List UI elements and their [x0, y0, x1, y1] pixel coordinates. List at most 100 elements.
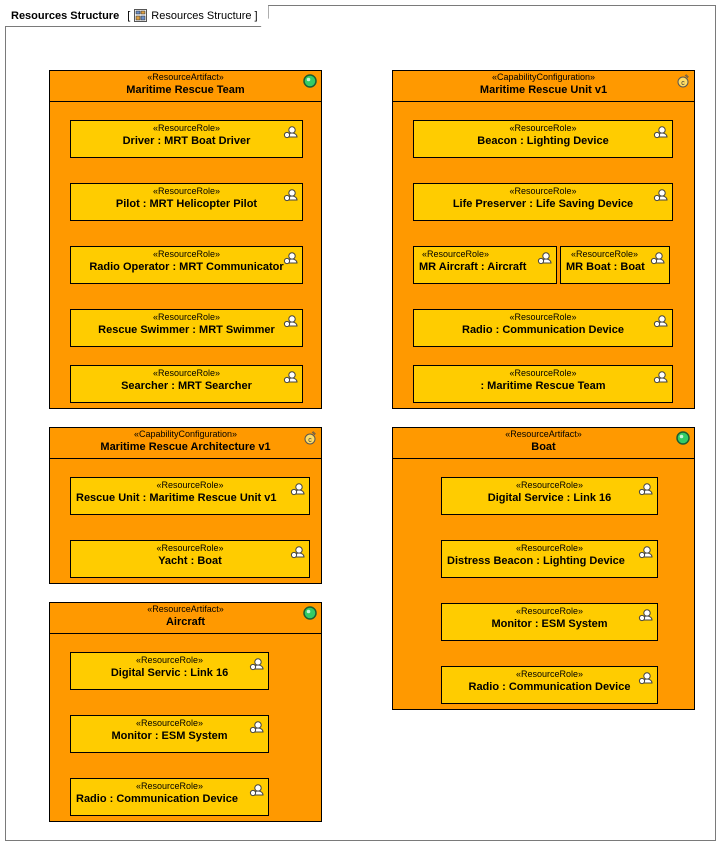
block-name: Maritime Rescue Architecture v1 [100, 441, 271, 453]
part-stereotype: «ResourceRole» [515, 669, 584, 679]
resource-artifact-icon [303, 606, 317, 620]
part-role[interactable]: «ResourceRole» Monitor : ESM System [441, 603, 658, 641]
block-maritime-rescue-unit-v1[interactable]: «CapabilityConfiguration» Maritime Rescu… [392, 70, 695, 409]
svg-text:c: c [308, 437, 312, 444]
part-stereotype: «ResourceRole» [422, 249, 490, 259]
part-stereotype: «ResourceRole» [509, 123, 577, 133]
part-role[interactable]: «ResourceRole» Digital Servic : Link 16 [70, 652, 269, 690]
part-name: Radio Operator : MRT Communicator [89, 261, 284, 273]
diagram-name: Resources Structure [151, 9, 252, 22]
part-stereotype: «ResourceRole» [515, 606, 584, 616]
part-name: Distress Beacon : Lighting Device [447, 555, 625, 567]
block-stereotype: «ResourceArtifact» [147, 72, 224, 82]
part-stereotype: «ResourceRole» [152, 123, 221, 133]
resource-role-icon [653, 315, 668, 328]
part-stereotype: «ResourceRole» [135, 718, 204, 728]
part-role[interactable]: «ResourceRole» Radio : Communication Dev… [441, 666, 658, 704]
block-header: «CapabilityConfiguration» Maritime Rescu… [50, 428, 321, 459]
part-stereotype: «ResourceRole» [152, 312, 221, 322]
part-role[interactable]: «ResourceRole» MR Aircraft : Aircraft [413, 246, 557, 284]
block-boat[interactable]: «ResourceArtifact» Boat «ResourceRole» D… [392, 427, 695, 710]
part-stereotype: «ResourceRole» [509, 186, 577, 196]
resource-role-icon [638, 672, 653, 685]
svg-text:c: c [681, 80, 685, 87]
part-role[interactable]: «ResourceRole» Digital Service : Link 16 [441, 477, 658, 515]
resource-role-icon [283, 126, 298, 139]
part-role[interactable]: «ResourceRole» Radio Operator : MRT Comm… [70, 246, 303, 284]
part-name: Radio : Communication Device [462, 324, 624, 336]
block-stereotype: «CapabilityConfiguration» [133, 429, 238, 439]
part-name: Monitor : ESM System [491, 618, 608, 630]
part-role[interactable]: «ResourceRole» Life Preserver : Life Sav… [413, 183, 673, 221]
block-name: Boat [531, 441, 556, 453]
part-name: Rescue Swimmer : MRT Swimmer [98, 324, 275, 336]
resource-role-icon [290, 483, 305, 496]
part-stereotype: «ResourceRole» [156, 480, 224, 490]
block-stereotype: «ResourceArtifact» [147, 604, 224, 614]
part-role[interactable]: «ResourceRole» Driver : MRT Boat Driver [70, 120, 303, 158]
part-role[interactable]: «ResourceRole» : Maritime Rescue Team [413, 365, 673, 403]
part-stereotype: «ResourceRole» [509, 312, 577, 322]
part-role[interactable]: «ResourceRole» Rescue Swimmer : MRT Swim… [70, 309, 303, 347]
part-stereotype: «ResourceRole» [152, 186, 221, 196]
part-role[interactable]: «ResourceRole» Yacht : Boat [70, 540, 310, 578]
block-header: «ResourceArtifact» Aircraft [50, 603, 321, 634]
block-maritime-rescue-team[interactable]: «ResourceArtifact» Maritime Rescue Team … [49, 70, 322, 409]
part-stereotype: «ResourceRole» [515, 480, 584, 490]
part-name: Monitor : ESM System [111, 730, 228, 742]
part-name: MR Aircraft : Aircraft [419, 261, 527, 273]
block-stereotype: «CapabilityConfiguration» [491, 72, 596, 82]
resource-role-icon [653, 189, 668, 202]
resource-role-icon [283, 189, 298, 202]
part-role[interactable]: «ResourceRole» Monitor : ESM System [70, 715, 269, 753]
block-name: Maritime Rescue Team [126, 84, 245, 96]
diagram-icon [134, 9, 147, 22]
resource-role-icon [249, 784, 264, 797]
part-name: Radio : Communication Device [468, 681, 631, 693]
resource-role-icon [653, 126, 668, 139]
part-role[interactable]: «ResourceRole» Pilot : MRT Helicopter Pi… [70, 183, 303, 221]
part-name: Yacht : Boat [158, 555, 222, 567]
part-role[interactable]: «ResourceRole» Rescue Unit : Maritime Re… [70, 477, 310, 515]
part-name: Beacon : Lighting Device [477, 135, 609, 147]
resource-role-icon [283, 371, 298, 384]
part-role[interactable]: «ResourceRole» Distress Beacon : Lightin… [441, 540, 658, 578]
capability-configuration-icon: c [677, 74, 689, 88]
part-name: : Maritime Rescue Team [480, 380, 606, 392]
part-stereotype: «ResourceRole» [571, 249, 639, 259]
resource-artifact-icon [676, 431, 690, 445]
block-header: «ResourceArtifact» Boat [393, 428, 694, 459]
capability-configuration-icon: c [304, 431, 316, 445]
diagram-tab[interactable]: Resources Structure [ Resources Structur… [5, 5, 269, 27]
block-aircraft[interactable]: «ResourceArtifact» Aircraft «ResourceRol… [49, 602, 322, 822]
block-name: Maritime Rescue Unit v1 [479, 84, 608, 96]
part-name: Digital Servic : Link 16 [110, 667, 229, 679]
block-header: «CapabilityConfiguration» Maritime Rescu… [393, 71, 694, 102]
resource-role-icon [249, 658, 264, 671]
bracket-open: [ [127, 9, 131, 22]
block-maritime-rescue-architecture-v1[interactable]: «CapabilityConfiguration» Maritime Rescu… [49, 427, 322, 584]
resource-role-icon [638, 483, 653, 496]
part-role[interactable]: «ResourceRole» Radio : Communication Dev… [70, 778, 269, 816]
resource-role-icon [653, 371, 668, 384]
resource-role-icon [537, 252, 552, 265]
part-name: Digital Service : Link 16 [487, 492, 612, 504]
part-stereotype: «ResourceRole» [135, 781, 204, 791]
part-name: Driver : MRT Boat Driver [122, 135, 251, 147]
part-stereotype: «ResourceRole» [152, 368, 221, 378]
part-role[interactable]: «ResourceRole» Beacon : Lighting Device [413, 120, 673, 158]
part-stereotype: «ResourceRole» [152, 249, 221, 259]
resource-role-icon [650, 252, 665, 265]
bracket-close: ] [254, 9, 258, 22]
resource-role-icon [638, 609, 653, 622]
part-role[interactable]: «ResourceRole» Radio : Communication Dev… [413, 309, 673, 347]
resource-role-icon [290, 546, 305, 559]
diagram-title: Resources Structure [11, 9, 120, 22]
part-role[interactable]: «ResourceRole» MR Boat : Boat [560, 246, 670, 284]
part-name: Rescue Unit : Maritime Rescue Unit v1 [76, 492, 277, 504]
part-role[interactable]: «ResourceRole» Searcher : MRT Searcher [70, 365, 303, 403]
block-name: Aircraft [165, 616, 206, 628]
part-name: Pilot : MRT Helicopter Pilot [115, 198, 258, 210]
part-name: Life Preserver : Life Saving Device [452, 198, 634, 210]
resource-role-icon [249, 721, 264, 734]
